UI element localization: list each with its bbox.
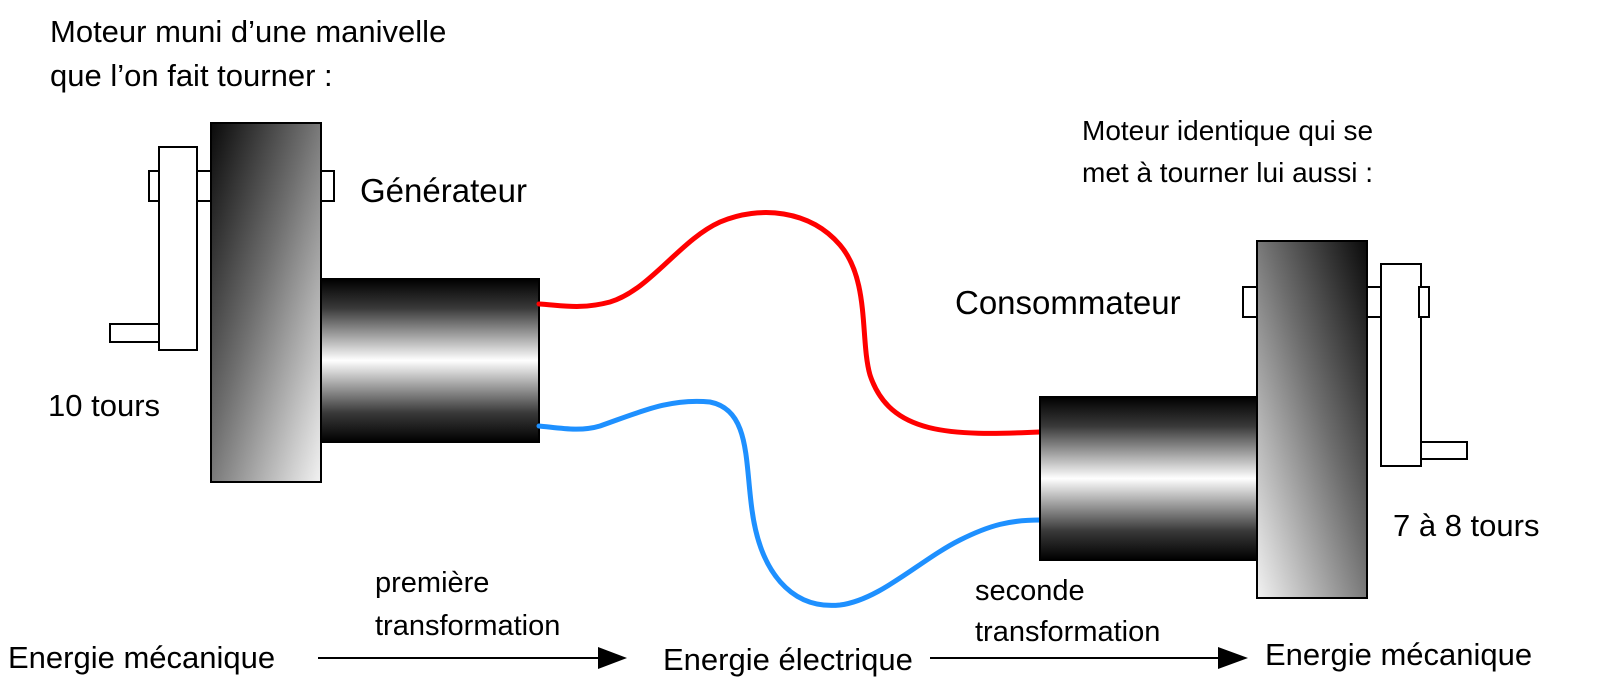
first-transformation-line-2: transformation [375, 610, 560, 642]
consumer-crank-handle [1420, 441, 1468, 460]
consumer-cylinder [1039, 396, 1259, 561]
first-transformation-line-1: première [375, 567, 489, 599]
consumer-pulley-tab-left [1242, 286, 1258, 318]
second-transformation-line-2: transformation [975, 616, 1160, 648]
generator-turns: 10 tours [48, 388, 160, 423]
energy-start-label: Energie mécanique [8, 640, 275, 675]
generator-crank-handle [109, 323, 161, 343]
title-line-2: que l’on fait tourner : [50, 58, 333, 93]
consumer-label: Consommateur [955, 284, 1181, 321]
generator-pulley-tab-right [320, 170, 335, 202]
generator-label: Générateur [360, 172, 527, 209]
consumer-turns: 7 à 8 tours [1393, 508, 1539, 543]
consumer-pulley [1380, 263, 1422, 467]
consumer-description-line-2: met à tourner lui aussi : [1082, 157, 1373, 188]
first-arrow-head [598, 647, 627, 669]
second-transformation-line-1: seconde [975, 575, 1085, 607]
consumer-pulley-tab-right [1418, 286, 1430, 318]
consumer-description-line-1: Moteur identique qui se [1082, 115, 1373, 146]
red-wire [536, 210, 1043, 436]
blue-wire [536, 398, 1043, 608]
title-line-1: Moteur muni d’une manivelle [50, 14, 446, 49]
consumer-body [1256, 240, 1368, 599]
generator-body [210, 122, 322, 483]
second-arrow-head [1218, 647, 1248, 669]
energy-middle-label: Energie électrique [663, 642, 913, 677]
consumer-axle [1366, 286, 1382, 318]
consumer-motor [1039, 240, 1468, 599]
generator-pulley [158, 146, 198, 351]
generator-motor [109, 122, 540, 483]
energy-end-label: Energie mécanique [1265, 637, 1532, 672]
generator-cylinder [320, 278, 540, 443]
generator-axle [196, 170, 212, 202]
